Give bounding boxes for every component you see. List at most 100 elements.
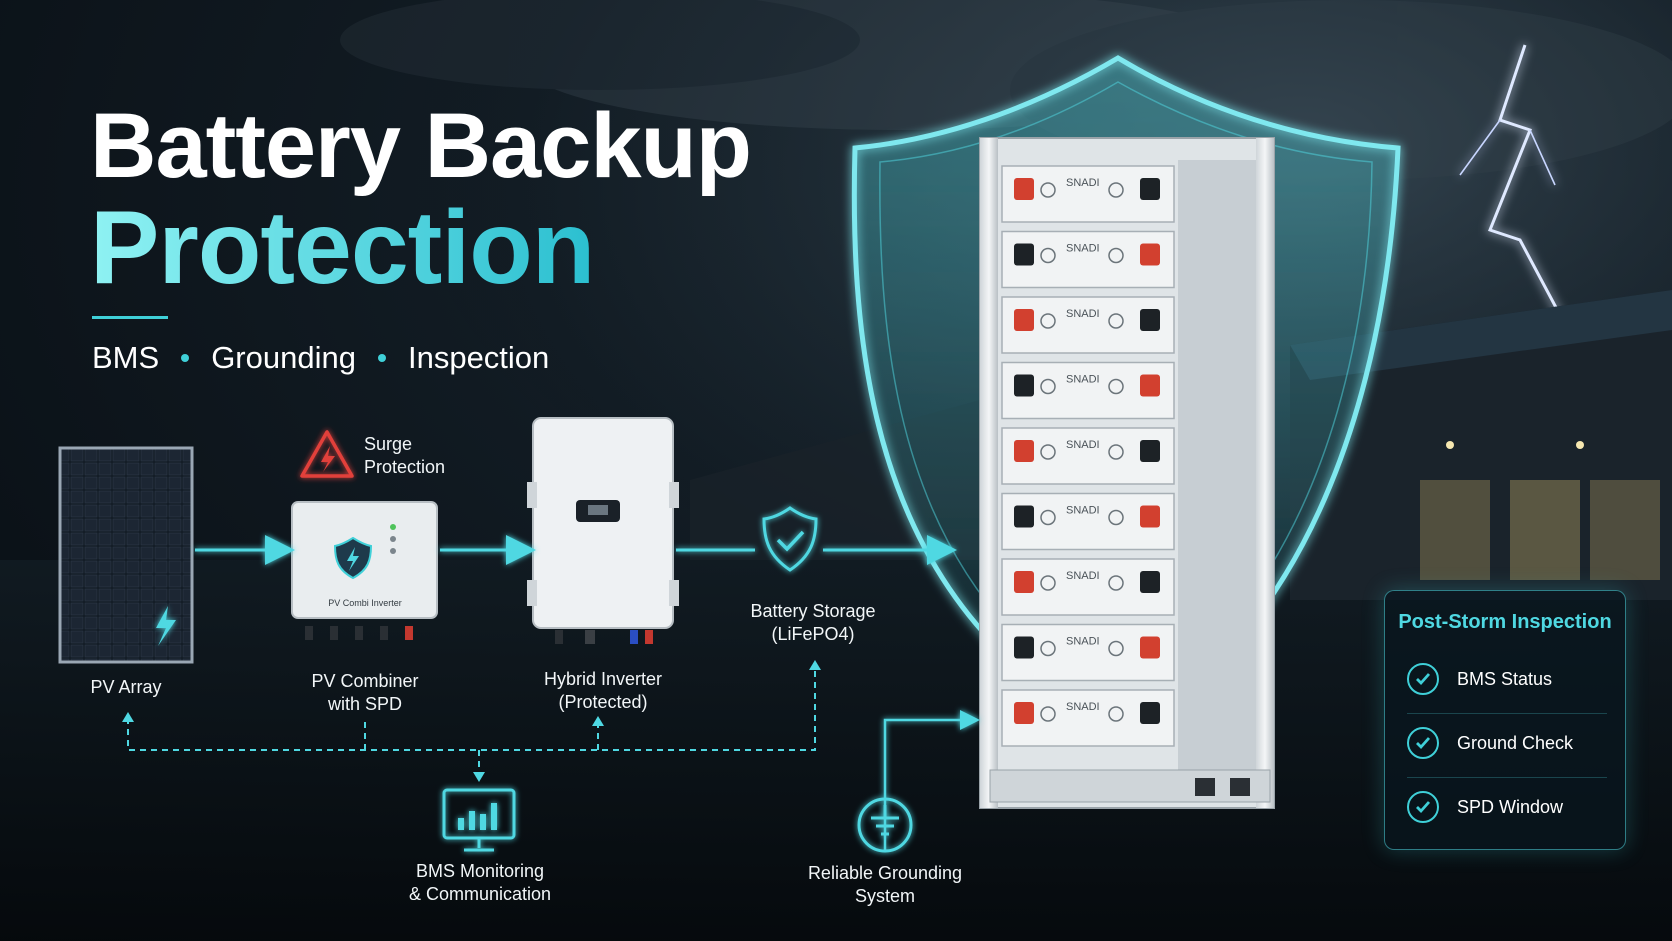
tagline-item: Grounding (211, 340, 356, 375)
inspection-item-label: Ground Check (1457, 732, 1574, 753)
tagline: BMS Grounding Inspection (92, 340, 549, 376)
battery-module: SNADI (1001, 689, 1175, 747)
label-line: Surge (364, 434, 413, 454)
inspection-item: BMS Status (1407, 663, 1552, 695)
label-line: Hybrid Inverter (543, 669, 663, 689)
battery-brand-label: SNADI (1066, 505, 1100, 517)
battery-terminal (1014, 571, 1034, 593)
label-line: (LiFePO4) (771, 624, 855, 645)
label-line: (Protected) (558, 692, 648, 713)
battery-port (1108, 378, 1124, 395)
battery-port (1040, 575, 1056, 591)
battery-port (1108, 706, 1124, 722)
battery-terminal (1014, 636, 1034, 659)
label-line: Battery Storage (750, 601, 876, 621)
tagline-item: Inspection (407, 340, 550, 375)
battery-terminal (1140, 243, 1160, 266)
label-battery-storage: Battery Storage (LiFePO4) (730, 600, 896, 647)
inspection-panel: Post-Storm Inspection BMS Status Ground … (1384, 590, 1626, 850)
lightning-bolt-icon (156, 606, 176, 646)
battery-port (1040, 640, 1056, 657)
battery-module: SNADI (1001, 623, 1175, 682)
battery-rack: SNADI SNADI SNADI SNADI SNADI SNADI SNADI SNADI… (979, 137, 1275, 809)
battery-terminal (1140, 702, 1160, 724)
label-line: BMS Monitoring (415, 861, 545, 881)
label-grounding-system: Reliable Grounding System (790, 862, 980, 909)
battery-terminal (1014, 243, 1034, 266)
title-underline (92, 316, 168, 319)
label-line: System (854, 886, 915, 907)
battery-port (1108, 575, 1124, 591)
inspection-item: Ground Check (1407, 727, 1573, 759)
label-bms-monitoring: BMS Monitoring & Communication (390, 860, 570, 907)
tagline-item: BMS (92, 340, 160, 375)
battery-terminal (1014, 440, 1034, 462)
inspection-item-label: SPD Window (1457, 796, 1564, 817)
battery-port (1108, 247, 1124, 264)
battery-terminal (1140, 636, 1160, 659)
chart-monitor-icon (442, 788, 516, 852)
battery-terminal (1140, 571, 1160, 593)
combiner-device-text: PV Combi Inverter (328, 598, 402, 608)
battery-terminal (1014, 374, 1034, 397)
title-line-1: Battery Backup (90, 95, 752, 197)
battery-port (1040, 378, 1056, 395)
battery-module: SNADI (1001, 558, 1175, 616)
battery-brand-label: SNADI (1066, 243, 1100, 255)
battery-module: SNADI (1001, 492, 1175, 551)
label-hybrid-inverter: Hybrid Inverter (Protected) (520, 668, 686, 715)
shield-check-icon (762, 506, 818, 572)
battery-port (1108, 509, 1124, 526)
inspection-title: Post-Storm Inspection (1398, 611, 1612, 633)
battery-terminal (1140, 440, 1160, 462)
battery-port (1108, 444, 1124, 460)
battery-port (1108, 182, 1124, 198)
label-line: with SPD (327, 694, 403, 715)
battery-terminal (1014, 178, 1034, 200)
battery-terminal (1140, 178, 1160, 200)
battery-module: SNADI (1001, 296, 1175, 354)
tagline-dot (377, 354, 386, 362)
battery-terminal (1014, 309, 1034, 331)
battery-port (1040, 313, 1056, 329)
lightning-bolt-icon (1459, 44, 1562, 316)
battery-terminal (1140, 505, 1160, 528)
battery-terminal (1014, 505, 1034, 528)
pv-combiner-box (291, 501, 438, 640)
label-line: & Communication (408, 884, 552, 905)
battery-port (1108, 313, 1124, 329)
ground-icon (857, 797, 913, 853)
battery-module: SNADI (1001, 427, 1175, 485)
title-line-2: Protection (90, 190, 595, 306)
battery-port (1040, 247, 1056, 264)
panel-divider (1407, 713, 1607, 714)
battery-brand-label: SNADI (1066, 439, 1100, 451)
check-circle-icon (1407, 791, 1439, 823)
inspection-item-label: BMS Status (1457, 668, 1553, 689)
check-circle-icon (1407, 727, 1439, 759)
battery-port (1040, 706, 1056, 722)
label-pv-combiner: PV Combiner with SPD (290, 670, 440, 717)
label-pv-array: PV Array (90, 677, 162, 697)
battery-module: SNADI (1001, 230, 1175, 289)
battery-brand-label: SNADI (1066, 701, 1100, 713)
panel-divider (1407, 777, 1607, 778)
battery-terminal (1014, 702, 1034, 724)
inspection-item: SPD Window (1407, 791, 1563, 823)
battery-terminal (1140, 374, 1160, 397)
label-line: Reliable Grounding (807, 863, 963, 883)
label-line: Protection (364, 457, 446, 478)
battery-module: SNADI (1001, 165, 1175, 223)
flow-arrows (195, 535, 980, 850)
battery-port (1040, 509, 1056, 526)
battery-terminal (1140, 309, 1160, 331)
battery-brand-label: SNADI (1066, 374, 1100, 386)
battery-brand-label: SNADI (1066, 570, 1100, 582)
battery-brand-label: SNADI (1066, 308, 1100, 320)
label-surge-protection: Surge Protection (364, 433, 445, 480)
shield-bolt-icon (333, 536, 373, 580)
hybrid-inverter (527, 417, 679, 644)
battery-brand-label: SNADI (1066, 636, 1100, 648)
battery-port (1040, 182, 1056, 198)
label-line: PV Combiner (311, 671, 419, 691)
